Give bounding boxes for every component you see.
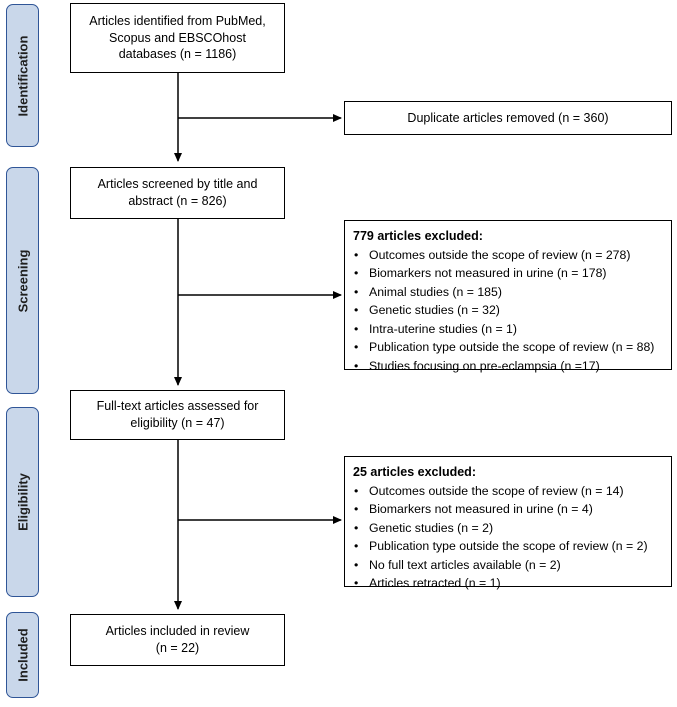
excluded-screening-header: 779 articles excluded: <box>353 229 483 243</box>
excluded-eligibility-item: Genetic studies (n = 2) <box>353 519 663 538</box>
identified-box: Articles identified from PubMed, Scopus … <box>70 3 285 73</box>
screened-line-2: abstract (n = 826) <box>128 194 227 208</box>
fulltext-box: Full-text articles assessed for eligibil… <box>70 390 285 440</box>
excluded-screening-item: Intra-uterine studies (n = 1) <box>353 320 663 339</box>
fulltext-line-2: eligibility (n = 47) <box>130 416 225 430</box>
excluded-screening-item: Publication type outside the scope of re… <box>353 338 663 357</box>
identified-line-3: databases (n = 1186) <box>118 47 237 62</box>
excluded-screening-item: Genetic studies (n = 32) <box>353 301 663 320</box>
excluded-eligibility-item: Publication type outside the scope of re… <box>353 537 663 556</box>
excluded-eligibility-header: 25 articles excluded: <box>353 465 476 479</box>
included-box: Articles included in review (n = 22) <box>70 614 285 666</box>
screened-box: Articles screened by title and abstract … <box>70 167 285 219</box>
excluded-eligibility-box: 25 articles excluded: Outcomes outside t… <box>344 456 672 592</box>
duplicates-box: Duplicate articles removed (n = 360) <box>344 101 672 135</box>
stage-label-eligibility: Eligibility <box>6 407 39 597</box>
excluded-eligibility-item: Biomarkers not measured in urine (n = 4) <box>353 500 663 519</box>
stage-label-screening: Screening <box>6 167 39 394</box>
excluded-screening-item: Studies focusing on pre-eclampsia (n =17… <box>353 357 663 376</box>
stage-label-included: Included <box>6 612 39 698</box>
excluded-screening-item: Biomarkers not measured in urine (n = 17… <box>353 264 663 283</box>
excluded-eligibility-list: Outcomes outside the scope of review (n … <box>353 482 663 593</box>
excluded-eligibility-item: Outcomes outside the scope of review (n … <box>353 482 663 501</box>
included-line-2: (n = 22) <box>155 641 200 655</box>
stage-label-identification: Identification <box>6 4 39 147</box>
screened-line-1: Articles screened by title and <box>97 177 258 192</box>
duplicates-text: Duplicate articles removed (n = 360) <box>407 110 609 125</box>
included-line-1: Articles included in review <box>105 624 250 639</box>
excluded-screening-item: Animal studies (n = 185) <box>353 283 663 302</box>
excluded-eligibility-item: No full text articles available (n = 2) <box>353 556 663 575</box>
excluded-screening-item: Outcomes outside the scope of review (n … <box>353 246 663 265</box>
fulltext-line-1: Full-text articles assessed for <box>96 399 259 414</box>
excluded-screening-list: Outcomes outside the scope of review (n … <box>353 246 663 376</box>
excluded-screening-box: 779 articles excluded: Outcomes outside … <box>344 220 672 375</box>
identified-line-2: Scopus and EBSCOhost <box>109 30 246 45</box>
identified-line-1: Articles identified from PubMed, <box>89 13 266 28</box>
excluded-eligibility-item: Articles retracted (n = 1) <box>353 574 663 593</box>
